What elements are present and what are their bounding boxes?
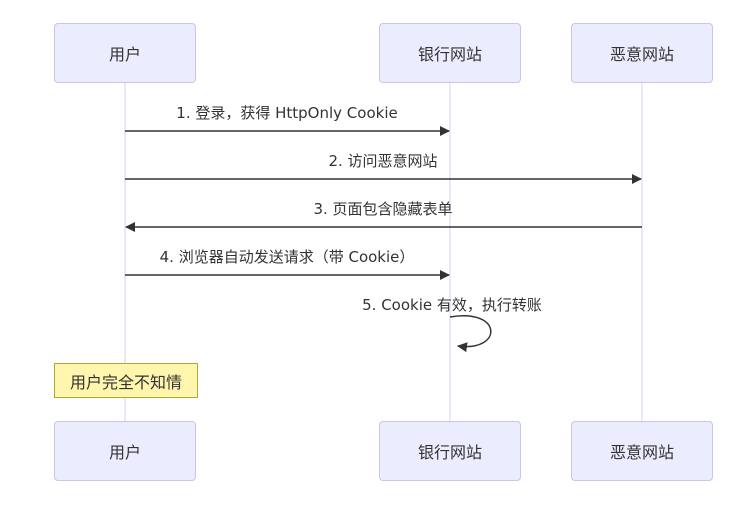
actor-bank-top: 银行网站 — [379, 23, 521, 83]
actor-user-top: 用户 — [54, 23, 196, 83]
actor-user-bottom: 用户 — [54, 421, 196, 481]
actor-bank-bottom-label: 银行网站 — [417, 443, 482, 462]
actor-evil-top: 恶意网站 — [571, 23, 713, 83]
actor-evil-bottom: 恶意网站 — [571, 421, 713, 481]
actor-user-top-label: 用户 — [108, 45, 141, 64]
message-4-label: 4. 浏览器自动发送请求（带 Cookie） — [159, 248, 415, 266]
message-2-label: 2. 访问恶意网站 — [328, 152, 438, 170]
actor-user-bottom-label: 用户 — [108, 443, 141, 462]
actor-bank-bottom: 银行网站 — [379, 421, 521, 481]
message-5-label: 5. Cookie 有效，执行转账 — [362, 296, 542, 314]
message-3-label: 3. 页面包含隐藏表单 — [313, 200, 453, 218]
actor-evil-top-label: 恶意网站 — [609, 45, 674, 64]
arrow-message-5-self-loop — [449, 315, 492, 353]
note-label: 用户完全不知情 — [69, 372, 182, 392]
message-1-label: 1. 登录，获得 HttpOnly Cookie — [176, 104, 398, 122]
actor-evil-bottom-label: 恶意网站 — [609, 443, 674, 462]
note-user-unaware: 用户完全不知情 — [54, 363, 198, 398]
actor-bank-top-label: 银行网站 — [417, 45, 482, 64]
